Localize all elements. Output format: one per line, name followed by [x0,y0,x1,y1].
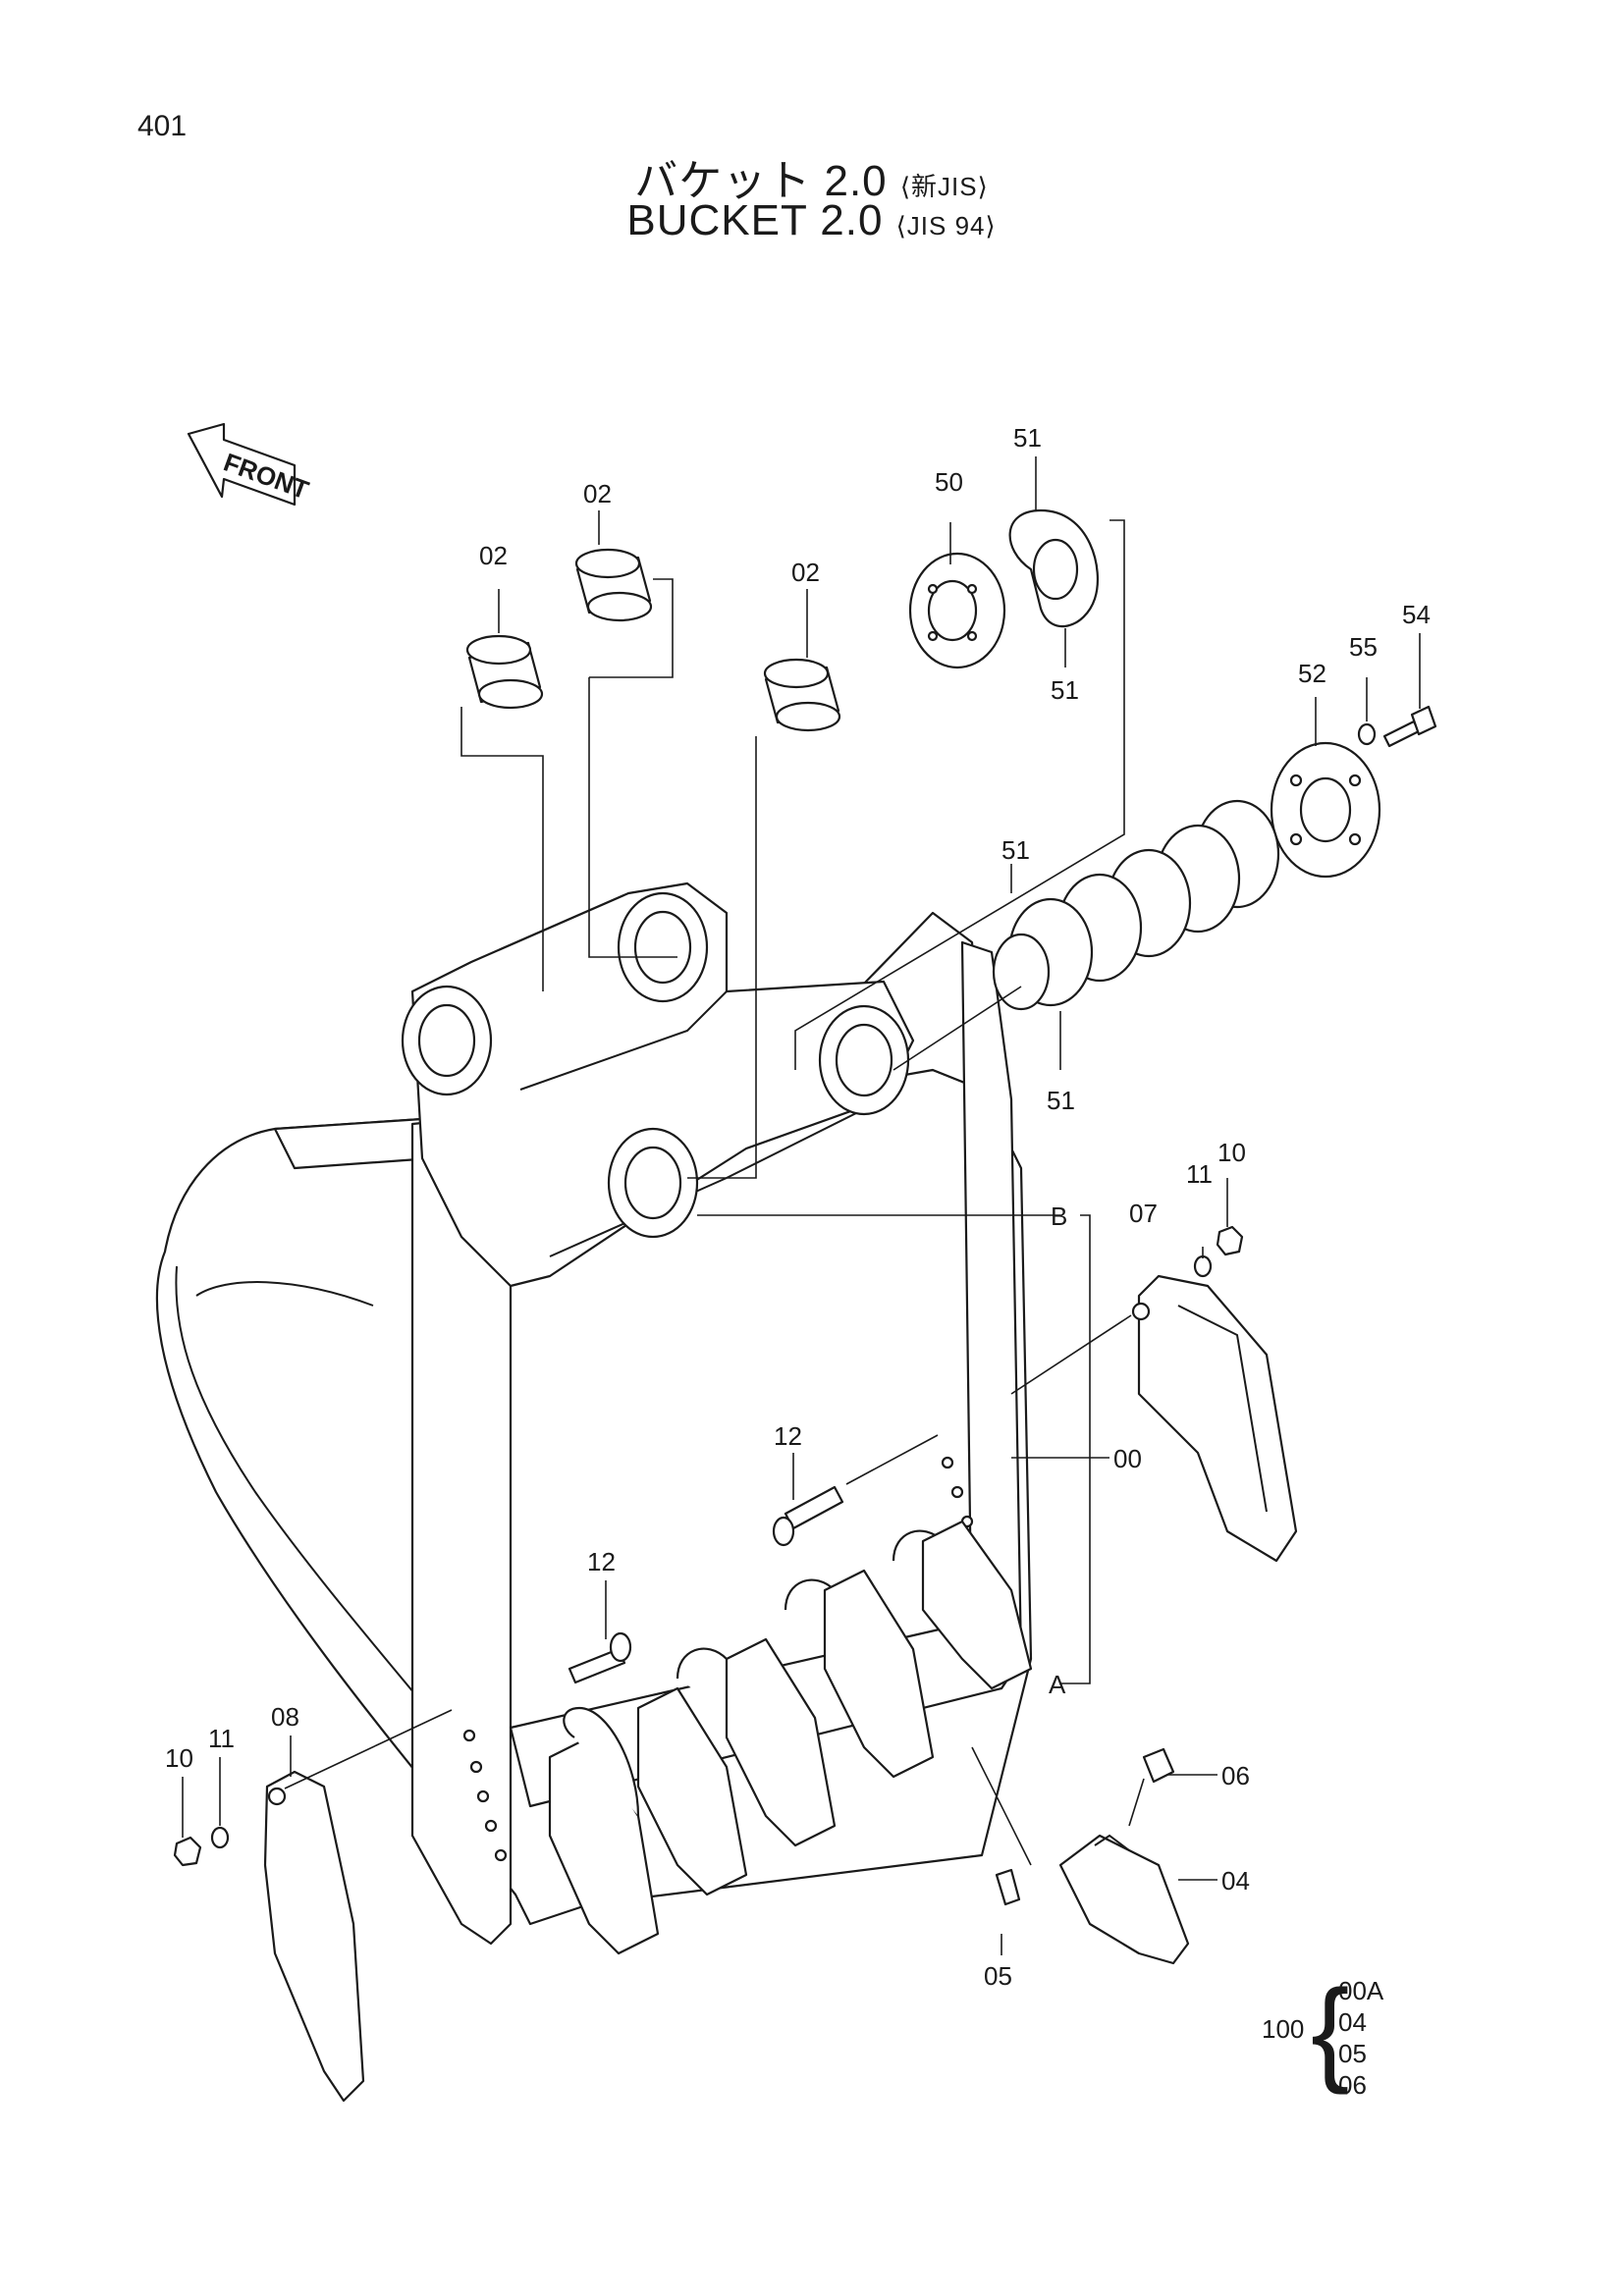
pin-05 [995,1868,1021,1906]
callout-10-right: 10 [1217,1138,1246,1167]
callout-12-lower: 12 [587,1547,616,1576]
assembly-set-item: 00A [1338,1976,1384,2005]
callout-02-center: 02 [583,479,612,508]
shim-stack-51 [992,799,1280,1011]
page-number: 401 [137,110,188,142]
title-english-text: BUCKET 2.0 [626,196,884,244]
tooth-04-detached [1058,1834,1190,1965]
nut-10-left [173,1836,202,1867]
callout-54: 54 [1402,600,1431,629]
bucket-body [155,881,1033,1946]
lock-06 [1142,1747,1175,1784]
callout-06: 06 [1221,1761,1250,1790]
washer-11-left [210,1826,230,1849]
side-cutter-07 [1131,1274,1298,1563]
callout-05: 05 [984,1961,1012,1991]
leader-lines [182,456,1421,1955]
callout-02-right: 02 [791,558,820,587]
callout-B: B [1051,1201,1067,1231]
callout-50: 50 [935,467,963,497]
assembly-set-item: 06 [1338,2070,1367,2100]
callout-55: 55 [1349,632,1378,662]
title-japanese: バケット 2.0 ⟨新JIS⟩ [0,145,1623,208]
callout-10-left: 10 [165,1743,193,1773]
bushing-02-center [574,548,653,622]
assembly-set-items: 00A 04 05 06 [1338,1975,1383,2101]
title-japanese-standard: ⟨新JIS⟩ [899,172,989,201]
callout-51-lower: 51 [1047,1086,1075,1115]
end-plate-52 [1270,741,1381,879]
bolt-12-upper [772,1485,844,1547]
callout-labels: 02 02 02 50 51 51 51 51 52 55 54 B A 00 … [165,423,1431,1991]
callout-51-stack: 51 [1001,835,1030,865]
title-english-standard: ⟨JIS 94⟩ [895,211,997,240]
bushing-02-left [465,634,544,710]
callout-08: 08 [271,1702,299,1732]
title-japanese-text: バケット 2.0 [634,157,888,205]
washer-55 [1357,722,1377,746]
bolt-12-lower [568,1631,632,1684]
callout-07: 07 [1129,1199,1158,1228]
callout-11-right: 11 [1186,1159,1213,1189]
title-english: BUCKET 2.0 ⟨JIS 94⟩ [0,196,1623,245]
callout-11-left: 11 [208,1724,235,1753]
callout-02-left: 02 [479,541,508,570]
nut-10-right [1216,1225,1244,1256]
callout-12-upper: 12 [774,1421,802,1451]
front-arrow-icon: FRONT [187,422,312,507]
callout-51-top: 51 [1013,423,1042,453]
assembly-set-item: 05 [1338,2039,1367,2068]
callout-52: 52 [1298,659,1326,688]
bucket-teeth [548,1520,1033,1955]
callout-00: 00 [1113,1444,1142,1473]
callout-A: A [1049,1670,1066,1699]
assembly-set-label: 100 [1262,2014,1305,2044]
washer-11-right [1193,1255,1213,1278]
callout-04: 04 [1221,1866,1250,1896]
shim-51-top [1008,508,1099,628]
callout-51-mid: 51 [1051,675,1079,705]
spacer-ring-50 [908,552,1006,669]
assembly-set-item: 04 [1338,2007,1367,2037]
side-cutter-08 [263,1770,365,2103]
bushing-02-right [763,658,841,732]
brace-icon: { [1311,1966,1350,2096]
bolt-54 [1382,705,1437,748]
